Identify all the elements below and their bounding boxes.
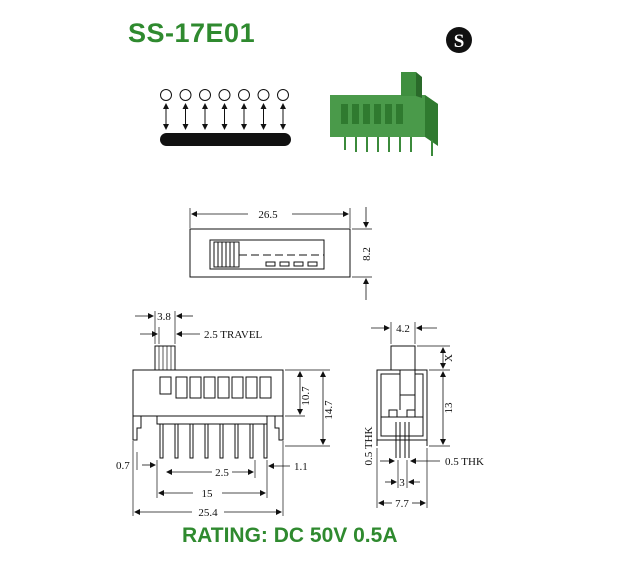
travel-label: 2.5 TRAVEL <box>204 329 263 341</box>
total-height-label: 14.7 <box>323 400 335 420</box>
terminal-circle <box>238 89 250 101</box>
terminal-pin <box>159 424 164 459</box>
pin-spacing-label: 3 <box>399 477 405 489</box>
terminal-circle <box>257 89 270 101</box>
product-title: SS-17E01 <box>128 18 256 48</box>
top-width-label: 26.5 <box>258 209 278 221</box>
total-length-label: 25.4 <box>198 507 218 519</box>
component-3d-image <box>330 72 438 156</box>
svg-text:S: S <box>454 31 465 52</box>
terminal-pin <box>249 424 254 459</box>
rating-label: RATING: DC 50V 0.5A <box>182 524 398 547</box>
end-height-label: 13 <box>443 402 455 414</box>
left-offset-label: 0.7 <box>116 460 130 472</box>
common-bar <box>160 133 291 146</box>
top-view-drawing <box>189 207 372 300</box>
x-label: X <box>443 354 455 362</box>
top-height-label: 8.2 <box>361 247 373 261</box>
right-offset-label: 1.1 <box>294 461 308 473</box>
terminal-circle <box>199 89 211 101</box>
end-view-drawing <box>371 322 450 508</box>
end-actuator-label: 4.2 <box>396 323 410 335</box>
terminal-pin <box>234 424 239 459</box>
brand-logo-icon: S <box>446 27 472 53</box>
terminal-pin <box>219 424 224 459</box>
pitch-label: 2.5 <box>215 467 229 479</box>
thk-left-label: 0.5 THK <box>363 426 375 465</box>
terminal-pin <box>189 424 194 459</box>
pin-span-label: 15 <box>202 488 214 500</box>
terminal-circle <box>179 89 192 101</box>
terminal-circle <box>160 89 172 101</box>
terminal-pin <box>263 424 268 459</box>
switch-schematic <box>160 89 291 146</box>
actuator-width-label: 3.8 <box>157 311 171 323</box>
terminal-circle <box>277 89 289 101</box>
end-width-label: 7.7 <box>395 498 409 510</box>
side-view-drawing <box>132 311 330 516</box>
terminal-pin <box>174 424 179 459</box>
body-height-label: 10.7 <box>300 386 312 406</box>
thk-right-label: 0.5 THK <box>445 456 484 468</box>
terminal-circle <box>218 89 231 101</box>
terminal-pin <box>204 424 209 459</box>
